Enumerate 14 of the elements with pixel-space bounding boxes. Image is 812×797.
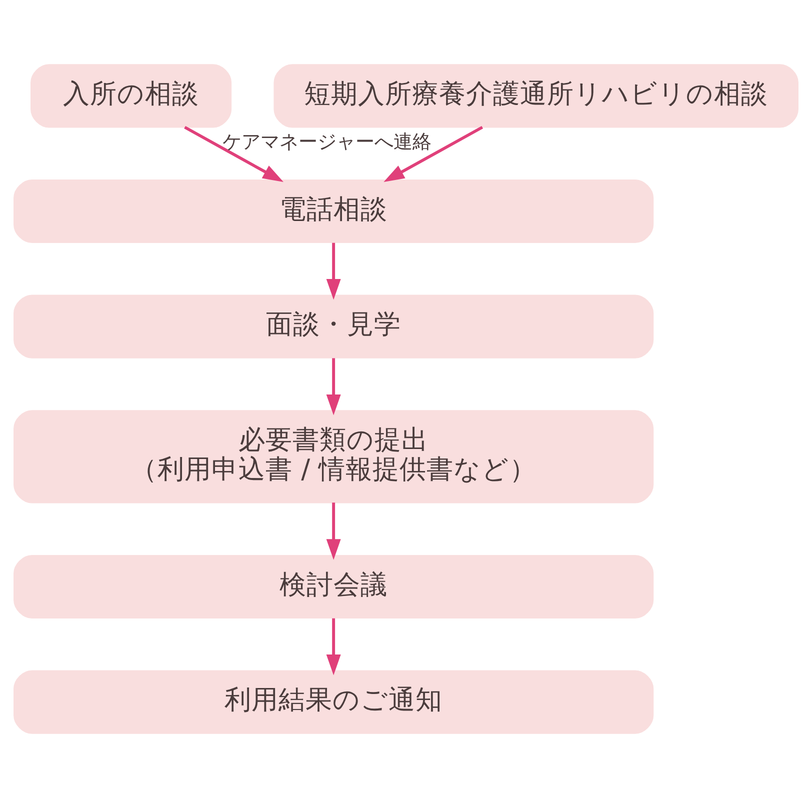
- node-box: 利用結果のご通知: [14, 670, 654, 734]
- node-box: 電話相談: [14, 178, 654, 243]
- arrow: [326, 502, 341, 560]
- edge-label: ケアマネージャーへ連絡: [222, 130, 432, 153]
- node-box: 入所の相談: [30, 64, 232, 128]
- arrow: [184, 125, 284, 182]
- arrow: [384, 125, 484, 182]
- node-box: 必要書類の提出 （利用申込書 / 情報提供書など）: [14, 410, 654, 503]
- arrow: [326, 358, 341, 415]
- node-box: 検討会議: [14, 554, 654, 618]
- arrow: [326, 242, 341, 300]
- arrow: [326, 618, 341, 675]
- node-box: 短期入所療養介護通所リハビリの相談: [274, 64, 798, 128]
- node-box: 面談・見学: [14, 294, 654, 358]
